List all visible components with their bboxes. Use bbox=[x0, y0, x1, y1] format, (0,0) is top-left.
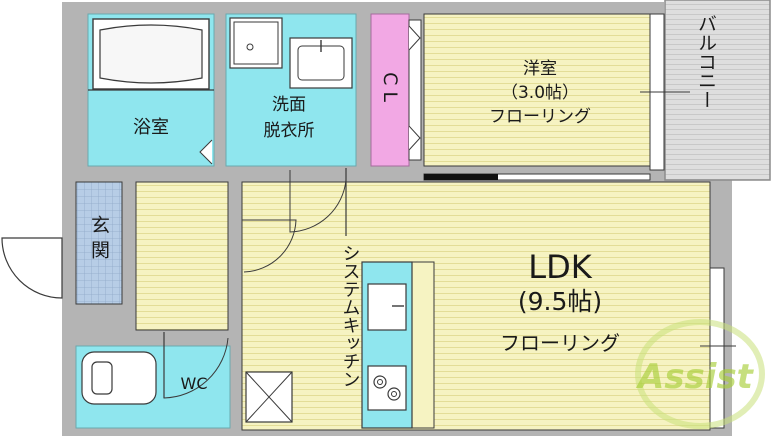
closet-door-marker-top bbox=[408, 25, 421, 51]
ldk bbox=[241, 181, 711, 431]
washing-machine-drain bbox=[233, 21, 279, 65]
toilet-door-swing bbox=[163, 332, 229, 399]
front-door-swing bbox=[1, 237, 63, 299]
ldk-floor: フローリング bbox=[500, 331, 620, 355]
closet-label: CL bbox=[379, 72, 401, 108]
toilet-bowl bbox=[91, 361, 113, 395]
washroom-label-line1: 洗面 bbox=[272, 95, 306, 115]
western-room-floor: フローリング bbox=[489, 107, 591, 127]
ldk-size: (9.5帖) bbox=[518, 287, 602, 316]
hallway bbox=[135, 181, 229, 331]
toilet-label: WC bbox=[181, 374, 208, 393]
washing-machine-pan bbox=[229, 17, 283, 69]
kitchen-label: システムキッチン bbox=[340, 244, 361, 388]
closet-doors bbox=[408, 19, 422, 161]
logo-text: Assist bbox=[635, 357, 755, 397]
entrance bbox=[75, 181, 123, 305]
burner-icon-1-inner bbox=[377, 379, 383, 385]
closet bbox=[370, 13, 410, 167]
washroom-door-swing bbox=[289, 170, 347, 233]
bathroom-door-marker bbox=[199, 139, 213, 165]
balcony bbox=[664, 0, 771, 181]
drain-icon bbox=[246, 43, 254, 51]
bathroom-label: 浴室 bbox=[133, 117, 169, 138]
hall-door-swing bbox=[242, 219, 297, 273]
burner-icon-1 bbox=[373, 375, 387, 389]
closet-door-marker-bottom bbox=[408, 125, 421, 151]
storage-cross-b bbox=[245, 371, 293, 423]
western-room-name: 洋室 bbox=[523, 59, 557, 79]
ldk-window bbox=[709, 267, 725, 429]
stove bbox=[367, 365, 407, 411]
western-room-size: （3.0帖） bbox=[501, 83, 579, 103]
bathtub-inner bbox=[99, 24, 203, 84]
door-threshold bbox=[424, 174, 498, 180]
washroom-label-line2: 脱衣所 bbox=[264, 121, 315, 141]
kitchen-sink bbox=[367, 283, 407, 331]
entrance-label: 玄関 bbox=[88, 215, 110, 265]
logo-ellipse bbox=[635, 319, 765, 429]
ldk-name: LDK bbox=[528, 248, 592, 286]
balcony-label: バルコニー bbox=[695, 14, 717, 109]
burner-icon-2-inner bbox=[391, 391, 397, 397]
burner-icon-2 bbox=[387, 387, 401, 401]
